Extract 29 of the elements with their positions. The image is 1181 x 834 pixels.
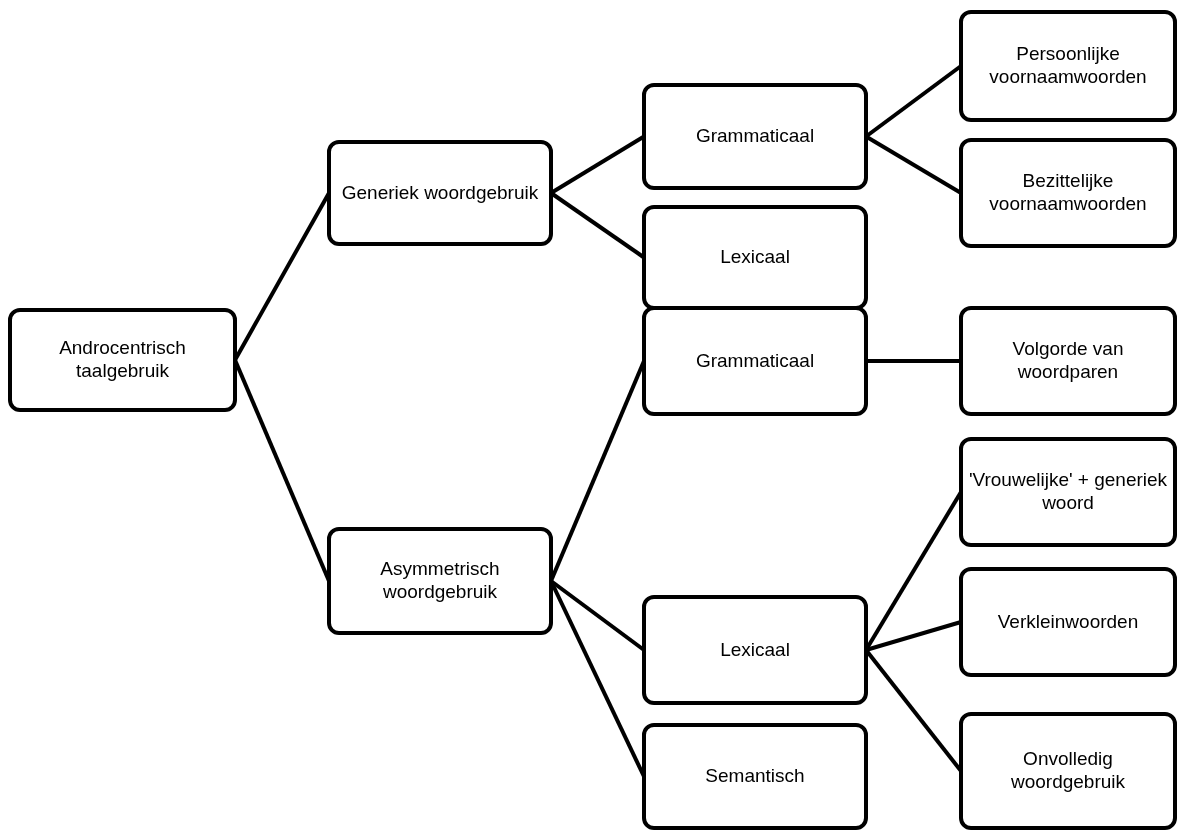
category-label: Volgorde van woordparen [1011, 338, 1125, 384]
category-box [959, 712, 1177, 830]
category-label: Generiek woordgebruik [341, 181, 539, 205]
category-label: 'Vrouwelijke' + generiek woord [967, 469, 1169, 515]
category-label: Persoonlijke voornaamwoorden [988, 43, 1148, 89]
category-label: Androcentrisch taalgebruik [58, 337, 187, 383]
category-box [959, 567, 1177, 677]
category-label: Grammaticaal [695, 349, 815, 373]
category-box [959, 138, 1177, 248]
category-label: Lexicaal [720, 246, 790, 269]
category-box [642, 83, 868, 190]
category-box [8, 308, 237, 412]
category-box [959, 10, 1177, 122]
category-box [642, 723, 868, 830]
category-box [959, 306, 1177, 416]
category-label: Grammaticaal [695, 125, 815, 148]
category-box [959, 437, 1177, 547]
category-label: Semantisch [705, 765, 805, 788]
category-label: Lexicaal [720, 638, 790, 662]
connector-line [866, 359, 961, 363]
category-box [642, 205, 868, 310]
category-label: Asymmetrisch woordgebruik [379, 558, 501, 604]
category-label: Onvolledig woordgebruik [1009, 748, 1127, 794]
category-box [327, 527, 553, 635]
category-label: Bezittelijke voornaamwoorden [988, 170, 1148, 216]
category-box [642, 595, 868, 705]
category-label: Verkleinwoorden [997, 610, 1139, 634]
category-box [642, 306, 868, 416]
category-box [327, 140, 553, 246]
